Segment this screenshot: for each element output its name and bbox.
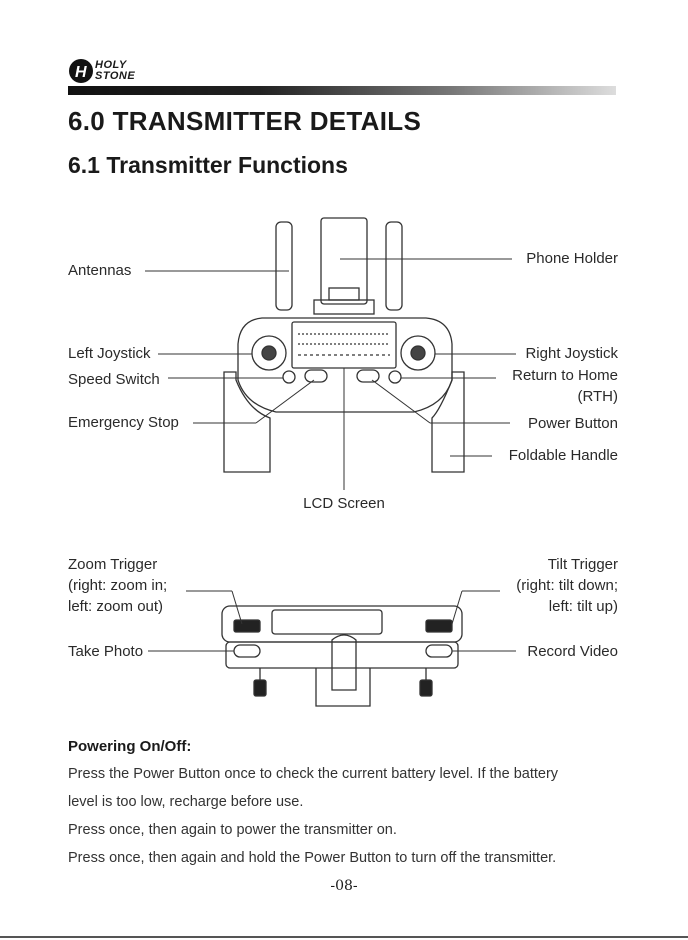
speed-switch-shape <box>282 370 296 384</box>
powering-line-3: Press once, then again to power the tran… <box>68 822 397 838</box>
label-left-joystick: Left Joystick <box>68 345 151 362</box>
label-emergency-stop: Emergency Stop <box>68 414 179 431</box>
label-foldable-handle: Foldable Handle <box>508 447 618 464</box>
brand-name: HOLY STONE <box>95 59 136 82</box>
phone-holder-shape <box>320 217 368 305</box>
holy-stone-logo-icon: H <box>69 59 93 83</box>
record-video-shape <box>425 644 453 658</box>
label-take-photo: Take Photo <box>68 643 144 660</box>
label-record-video: Record Video <box>527 643 618 660</box>
right-handle <box>431 371 465 473</box>
right-joystick-shape <box>400 335 436 371</box>
lcd-screen-shape <box>291 321 397 369</box>
phone-holder-base <box>313 299 375 315</box>
label-tilt-right: (right: tilt down; <box>516 577 618 594</box>
label-tilt-trigger: Tilt Trigger <box>547 556 618 573</box>
powering-line-2: level is too low, recharge before use. <box>68 794 304 810</box>
powering-line-4: Press once, then again and hold the Powe… <box>68 850 557 866</box>
right-antenna <box>385 221 403 311</box>
left-antenna <box>275 221 293 311</box>
label-rth: (RTH) <box>577 388 618 405</box>
label-zoom-right: (right: zoom in; <box>68 577 168 594</box>
bottom-rule <box>0 936 688 938</box>
phone-holder-spring <box>328 287 360 301</box>
page-title: 6.0 TRANSMITTER DETAILS <box>68 106 422 136</box>
label-zoom-left: left: zoom out) <box>68 598 164 615</box>
label-antennas: Antennas <box>68 262 132 279</box>
left-joystick-shape <box>251 335 287 371</box>
label-power-button: Power Button <box>527 415 618 432</box>
zoom-trigger-shape <box>233 619 261 633</box>
tilt-trigger-shape <box>425 619 453 633</box>
power-button-shape <box>356 369 380 383</box>
transmitter-top-diagram <box>221 605 463 707</box>
left-handle <box>223 371 271 473</box>
section-title: 6.1 Transmitter Functions <box>68 152 348 178</box>
label-right-joystick: Right Joystick <box>525 345 618 362</box>
label-zoom-trigger: Zoom Trigger <box>68 556 158 573</box>
page-number: -08- <box>330 878 358 894</box>
rth-button-shape <box>388 370 402 384</box>
label-phone-holder: Phone Holder <box>526 250 618 267</box>
label-return-home: Return to Home <box>512 367 618 384</box>
take-photo-shape <box>233 644 261 658</box>
label-lcd-screen: LCD Screen <box>303 495 385 512</box>
svg-text:H: H <box>75 64 87 81</box>
powering-line-1: Press the Power Button once to check the… <box>68 766 559 782</box>
transmitter-body <box>237 317 453 413</box>
emergency-stop-shape <box>304 369 328 383</box>
label-speed-switch: Speed Switch <box>68 371 160 388</box>
header-bar <box>68 86 616 95</box>
label-tilt-left: left: tilt up) <box>548 598 618 615</box>
powering-heading: Powering On/Off: <box>68 738 192 755</box>
